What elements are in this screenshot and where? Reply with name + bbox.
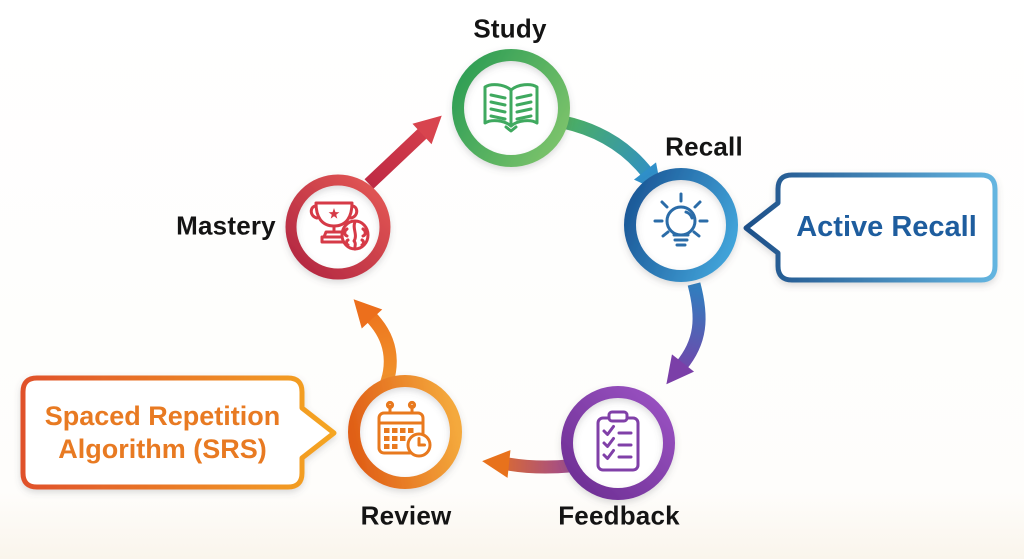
srs-callout-label: Spaced Repetition Algorithm (SRS) [23, 378, 302, 487]
calendar-dots [384, 428, 414, 449]
node-circle-recall [624, 168, 738, 282]
node-label-mastery: Mastery [176, 210, 276, 241]
node-label-review: Review [360, 500, 452, 531]
node-label-feedback: Feedback [558, 500, 680, 531]
node-label-recall: Recall [665, 131, 743, 162]
arrow-recall-to-feedback [666, 282, 706, 385]
node-circle-feedback [561, 386, 675, 500]
open-book-icon [483, 83, 539, 133]
node-label-study: Study [473, 13, 547, 44]
srs-callout-line2: Algorithm (SRS) [58, 433, 267, 464]
srs-callout-bubble [20, 375, 337, 490]
active-recall-callout-label: Active Recall [796, 211, 977, 243]
clipboard-checklist-icon [596, 410, 640, 472]
arrow-mastery-to-study [364, 115, 442, 189]
trophy-brain-icon [309, 201, 370, 251]
srs-callout-line1: Spaced Repetition [44, 400, 281, 431]
lightbulb-icon [653, 192, 709, 247]
active-recall-callout-bubble [743, 172, 998, 283]
calendar-clock-icon [377, 400, 432, 458]
